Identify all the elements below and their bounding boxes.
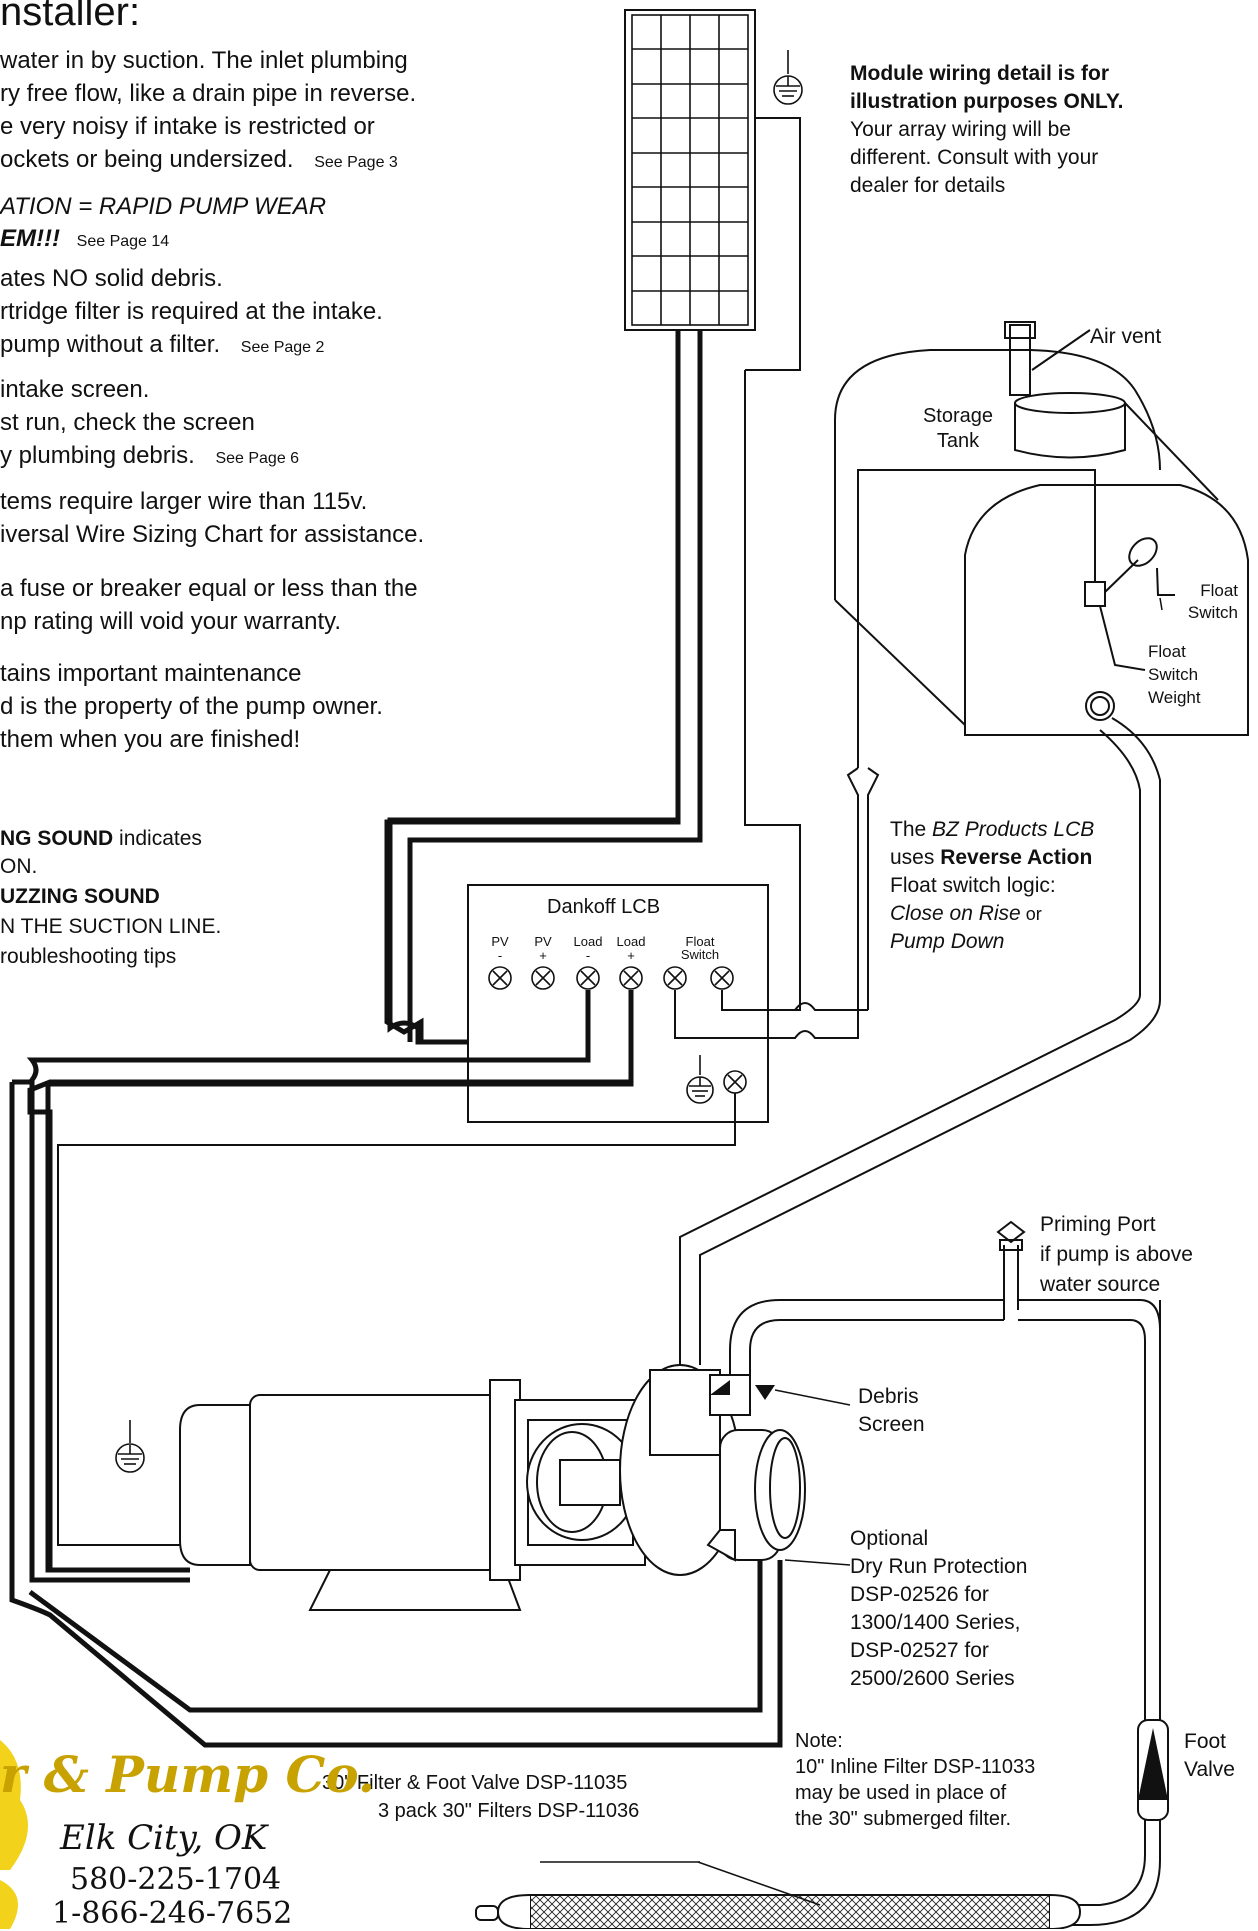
terminal-label: Load+	[616, 934, 646, 963]
note-line: st run, check the screen	[0, 409, 255, 436]
solar-panel	[624, 9, 756, 331]
company-logo: r & Pump Co.	[0, 1745, 376, 1804]
lcb-title: Dankoff LCB	[547, 896, 661, 918]
note-line: np rating will void your warranty.	[0, 608, 342, 635]
note-line: EM!!! See Page 14	[0, 225, 170, 252]
module-note: dealer for details	[850, 174, 1006, 197]
note-line: ry free flow, like a drain pipe in rever…	[0, 80, 417, 107]
note-line: rtridge filter is required at the intake…	[0, 298, 383, 325]
page-reference: See Page 14	[76, 233, 170, 250]
pump	[179, 1364, 806, 1611]
page-reference: See Page 2	[240, 339, 325, 356]
terminal-label: PV-	[491, 934, 509, 963]
terminal-label: PV+	[534, 934, 552, 963]
sound-note: NG SOUND indicates	[0, 827, 202, 850]
filter-label: 3 pack 30" Filters DSP-11036	[378, 1800, 640, 1822]
note-line: tems require larger wire than 115v.	[0, 488, 368, 515]
submerged-filter	[475, 1861, 1082, 1929]
company-phone: 580-225-1704	[70, 1862, 282, 1897]
lcb-logic-note: Close on Rise or	[890, 902, 1042, 925]
logo-sun-icon	[0, 1740, 28, 1929]
note-line: y plumbing debris. See Page 6	[0, 442, 300, 469]
note-line: water in by suction. The inlet plumbing	[0, 47, 408, 74]
note-line: pump without a filter. See Page 2	[0, 331, 325, 358]
note-line: ates NO solid debris.	[0, 265, 223, 292]
page-reference: See Page 6	[215, 450, 300, 467]
note-line: iversal Wire Sizing Chart for assistance…	[0, 521, 425, 548]
company-city: Elk City, OK	[60, 1818, 268, 1858]
lcb-logic-note: uses Reverse Action	[890, 846, 1093, 869]
module-note: Module wiring detail is for	[850, 62, 1110, 85]
filter-label: 30" Filter & Foot Valve DSP-11035	[322, 1772, 628, 1794]
module-note: Your array wiring will be	[850, 118, 1071, 141]
note-line: intake screen.	[0, 376, 150, 403]
panel-ground-icon	[773, 50, 803, 105]
lcb-logic-note: The BZ Products LCB	[890, 818, 1095, 841]
terminal-label: Load-	[573, 934, 603, 963]
sound-note: ON.	[0, 855, 38, 878]
note-line: ockets or being undersized. See Page 3	[0, 146, 398, 173]
float-switch	[1084, 475, 1175, 671]
module-note: different. Consult with your	[850, 146, 1099, 169]
note-line: tains important maintenance	[0, 660, 302, 687]
sound-note: UZZING SOUND	[0, 885, 160, 908]
page-reference: See Page 3	[314, 154, 398, 171]
module-note: illustration purposes ONLY.	[850, 90, 1124, 113]
outlet-pipe	[679, 691, 1161, 1365]
page-heading: nstaller:	[0, 0, 141, 34]
pump-ground-icon	[115, 1420, 145, 1473]
lcb-logic-note: Float switch logic:	[890, 874, 1056, 897]
storage-tank	[834, 321, 1249, 736]
note-line: d is the property of the pump owner.	[0, 693, 383, 720]
suction-pipe	[729, 1220, 1161, 1720]
company-phone: 1-866-246-7652	[52, 1896, 293, 1931]
sound-note: roubleshooting tips	[0, 945, 177, 968]
air-vent-label: Air vent	[1090, 325, 1162, 348]
note-line: ATION = RAPID PUMP WEAR	[0, 193, 327, 220]
note-line: a fuse or breaker equal or less than the	[0, 575, 418, 602]
foot-valve	[1060, 1719, 1169, 1926]
lcb-logic-note: Pump Down	[890, 930, 1005, 953]
note-line: them when you are finished!	[0, 726, 301, 753]
note-line: e very noisy if intake is restricted or	[0, 113, 375, 140]
sound-note: N THE SUCTION LINE.	[0, 915, 222, 938]
